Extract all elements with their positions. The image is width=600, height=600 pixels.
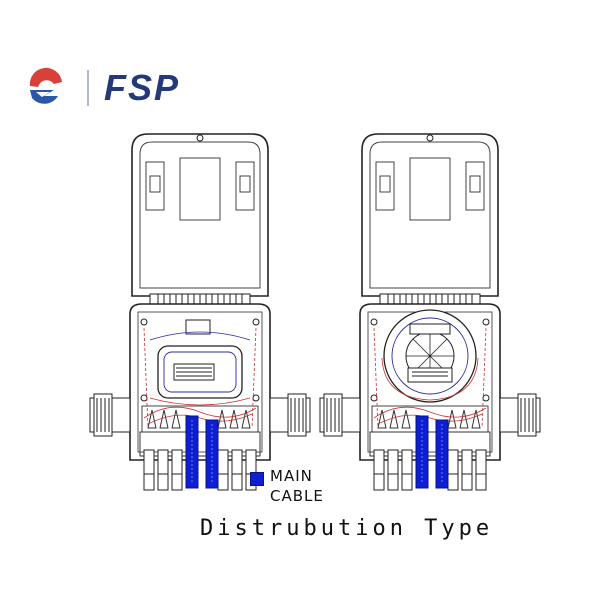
brand-name: FSP [104,67,181,108]
closure-right [319,133,541,491]
closure-left [89,133,311,491]
swirl-logo-icon [28,67,89,106]
diagram-caption: Distrubution Type [200,516,494,541]
main-cable-legend: MAIN CABLE [270,466,324,506]
brand-logo [24,64,214,112]
main-cable-swatch [250,472,264,486]
legend-line-2: CABLE [270,487,324,505]
legend-line-1: MAIN [270,467,313,485]
